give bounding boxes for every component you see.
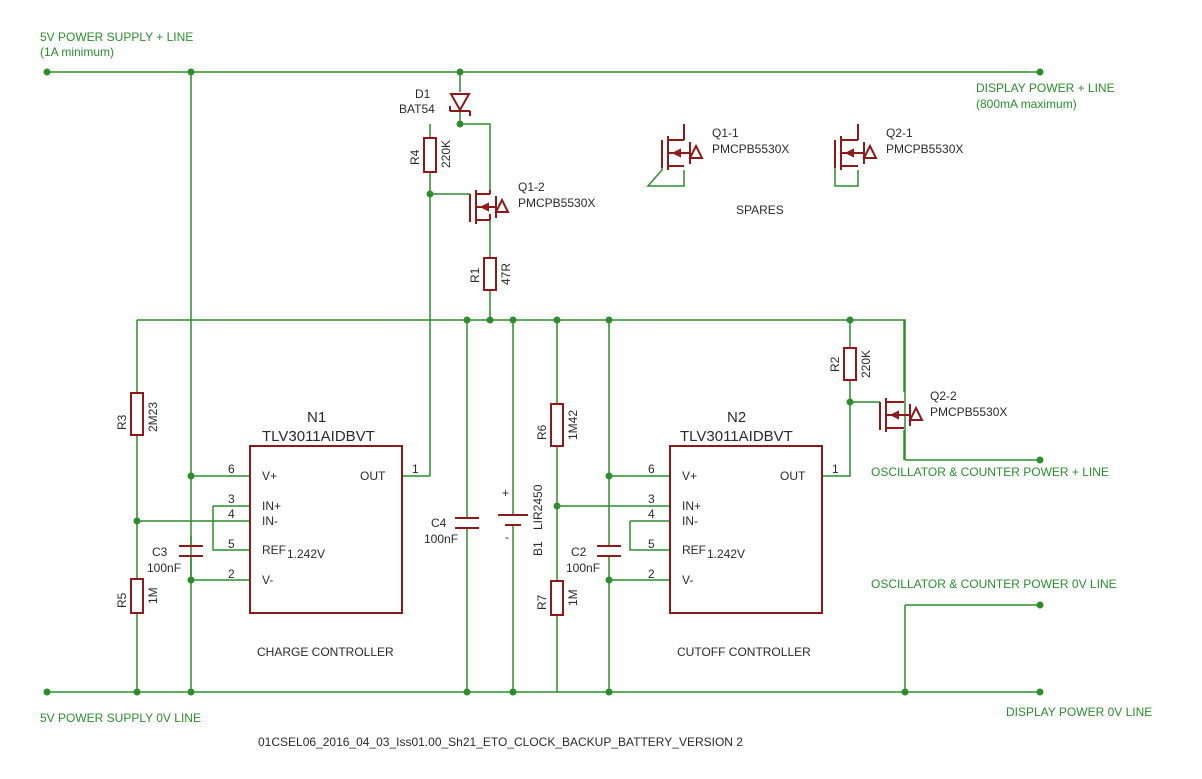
mosfet-q1-2-symbol xyxy=(469,190,510,224)
n2-pin-vplus: V+ xyxy=(682,469,697,483)
b1-plus: + xyxy=(502,486,509,500)
c4-ref: C4 xyxy=(431,516,447,530)
label-display-plus-note: (800mA maximum) xyxy=(976,97,1077,111)
q1-1-ref: Q1-1 xyxy=(712,126,739,140)
n2-part: TLV3011AIDBVT xyxy=(680,428,793,445)
r2-value: 220K xyxy=(859,350,873,378)
q2-2-value: PMCPB5530X xyxy=(930,405,1007,419)
label-display-plus: DISPLAY POWER + LINE xyxy=(976,81,1115,95)
r3-ref: R3 xyxy=(115,414,129,430)
b1-ref: B1 xyxy=(531,541,545,556)
drawing-id-footer: 01CSEL06_2016_04_03_Iss01.00_Sh21_ETO_CL… xyxy=(258,735,743,749)
r4-ref: R4 xyxy=(408,149,422,165)
resistor-r4-symbol xyxy=(423,137,437,173)
d1-value: BAT54 xyxy=(399,102,435,116)
n1-pin-ref: REF xyxy=(262,543,286,557)
resistor-r3-symbol xyxy=(130,392,144,436)
comparator-n2-body xyxy=(669,445,823,614)
mosfet-q1-1-symbol xyxy=(661,124,704,170)
c4-value: 100nF xyxy=(424,532,458,546)
n2-pin-refv: 1.242V xyxy=(707,547,745,561)
n1-pin-inplus: IN+ xyxy=(262,499,281,513)
r1-value: 47R xyxy=(499,263,513,285)
c3-ref: C3 xyxy=(152,545,168,559)
capacitor-c2-symbol xyxy=(597,545,621,557)
r7-ref: R7 xyxy=(535,594,549,610)
label-supply-plus-note: (1A minimum) xyxy=(40,45,114,59)
q2-2-ref: Q2-2 xyxy=(930,389,957,403)
mosfet-q2-2-symbol xyxy=(879,398,924,432)
n1-num-ref: 5 xyxy=(228,537,235,551)
n2-pin-vminus: V- xyxy=(682,573,693,587)
wires xyxy=(47,71,1040,693)
d1-ref: D1 xyxy=(415,87,431,101)
mosfet-q2-1-symbol xyxy=(834,124,878,170)
n1-num-vminus: 2 xyxy=(228,567,235,581)
q2-1-ref: Q2-1 xyxy=(886,126,913,140)
q1-2-ref: Q1-2 xyxy=(518,180,545,194)
label-osc-zero: OSCILLATOR & COUNTER POWER 0V LINE xyxy=(871,577,1117,591)
n1-ref: N1 xyxy=(307,409,326,426)
n1-caption: CHARGE CONTROLLER xyxy=(257,645,394,659)
c2-ref: C2 xyxy=(571,545,587,559)
r3-value: 2M23 xyxy=(146,402,160,432)
q1-1-value: PMCPB5530X xyxy=(712,142,789,156)
r5-ref: R5 xyxy=(115,592,129,608)
label-osc-plus: OSCILLATOR & COUNTER POWER + LINE xyxy=(871,465,1109,479)
r7-value: 1M xyxy=(566,589,580,606)
comparator-n1-body xyxy=(249,445,403,614)
capacitor-c3-symbol xyxy=(179,545,203,557)
r4-value: 220K xyxy=(439,140,453,168)
n1-part: TLV3011AIDBVT xyxy=(262,428,375,445)
diode-d1-symbol xyxy=(449,93,471,116)
n2-pin-ref: REF xyxy=(682,543,706,557)
resistor-r6-symbol xyxy=(550,403,564,447)
c3-value: 100nF xyxy=(147,561,181,575)
n2-caption: CUTOFF CONTROLLER xyxy=(677,645,811,659)
c2-value: 100nF xyxy=(566,561,600,575)
capacitor-c4-symbol xyxy=(455,517,479,529)
n2-num-vplus: 6 xyxy=(648,462,655,476)
n1-num-out: 1 xyxy=(412,462,419,476)
resistor-r2-symbol xyxy=(843,347,857,381)
resistor-r7-symbol xyxy=(550,580,564,616)
junction-dots xyxy=(43,68,1044,696)
n2-pin-inminus: IN- xyxy=(682,514,698,528)
n2-num-inminus: 4 xyxy=(648,507,655,521)
n1-num-inplus: 3 xyxy=(228,492,235,506)
n2-num-vminus: 2 xyxy=(648,567,655,581)
n1-pin-out: OUT xyxy=(360,469,386,483)
n2-ref: N2 xyxy=(727,409,746,426)
r6-ref: R6 xyxy=(535,424,549,440)
n2-pin-out: OUT xyxy=(780,469,806,483)
n1-pin-refv: 1.242V xyxy=(287,547,325,561)
n2-pin-inplus: IN+ xyxy=(682,499,701,513)
n2-num-out: 1 xyxy=(832,462,839,476)
n2-num-inplus: 3 xyxy=(648,492,655,506)
r5-value: 1M xyxy=(146,587,160,604)
b1-value: LIR2450 xyxy=(531,484,545,530)
resistor-r5-symbol xyxy=(130,578,144,614)
r6-value: 1M42 xyxy=(566,410,580,440)
r2-ref: R2 xyxy=(828,356,842,372)
n1-pin-vplus: V+ xyxy=(262,469,277,483)
n2-num-ref: 5 xyxy=(648,537,655,551)
spares-label: SPARES xyxy=(736,203,784,217)
label-supply-plus: 5V POWER SUPPLY + LINE xyxy=(40,30,193,44)
label-supply-zero: 5V POWER SUPPLY 0V LINE xyxy=(40,711,201,725)
n1-num-inminus: 4 xyxy=(228,507,235,521)
label-display-zero: DISPLAY POWER 0V LINE xyxy=(1006,705,1152,719)
q1-2-value: PMCPB5530X xyxy=(518,196,595,210)
n1-pin-inminus: IN- xyxy=(262,514,278,528)
b1-minus: - xyxy=(505,530,509,544)
q2-1-value: PMCPB5530X xyxy=(886,142,963,156)
n1-num-vplus: 6 xyxy=(228,462,235,476)
battery-b1-symbol xyxy=(498,514,528,526)
r1-ref: R1 xyxy=(468,267,482,283)
resistor-r1-symbol xyxy=(483,257,497,291)
n1-pin-vminus: V- xyxy=(262,573,273,587)
